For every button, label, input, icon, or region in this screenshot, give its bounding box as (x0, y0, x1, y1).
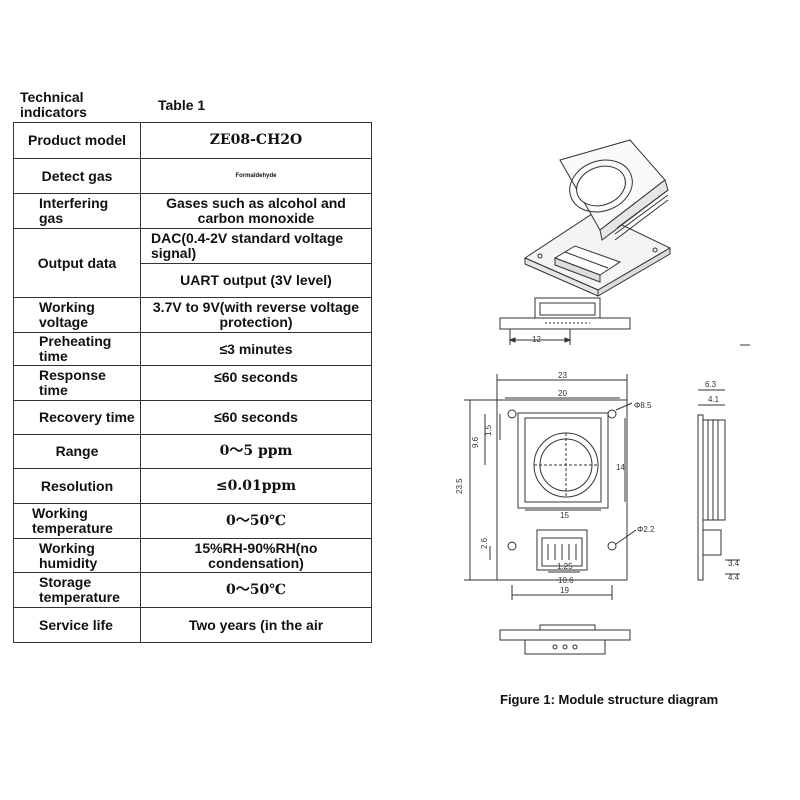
table-row: Working voltage 3.7V to 9V(with reverse … (13, 297, 372, 333)
dim-label: 14 (616, 463, 625, 472)
row-label: Service life (13, 607, 141, 643)
dim-label: Φ2.2 (637, 525, 655, 534)
bottom-view (499, 624, 631, 655)
row-label: Interfering gas (13, 193, 141, 229)
dim-label: 1.5 (484, 424, 493, 436)
row-value: 0～5 ppm (140, 434, 372, 469)
row-value: Gases such as alcohol and carbon monoxid… (140, 193, 372, 229)
front-view (464, 374, 637, 600)
row-value: UART output (3V level) (140, 263, 372, 298)
table-row: Range 0～5 ppm (13, 434, 372, 469)
row-label: Resolution (13, 468, 141, 504)
table-row: Output data DAC(0.4-2V standard voltage … (13, 228, 372, 298)
dim-label: 23 (558, 371, 567, 380)
dim-label: 6.3 (705, 380, 717, 389)
row-value: ≤60 seconds (140, 365, 372, 401)
dim-label: 4.4 (728, 573, 740, 582)
dim-label: 10.6 (558, 576, 574, 585)
row-value: ≤0.01ppm (140, 468, 372, 504)
row-value: Two years (in the air (140, 607, 372, 643)
dim-label: 1.25 (557, 562, 573, 571)
table-row: Recovery time ≤60 seconds (13, 400, 372, 435)
dim-label: 12 (532, 335, 541, 344)
table-row: Product model ZE08-CH2O (13, 122, 372, 159)
dim-label: Φ8.5 (634, 401, 652, 410)
row-value: 0～50℃ (140, 503, 372, 539)
table-row: Storage temperature 0～50℃ (13, 572, 372, 608)
table-row: UART output (3V level) (14, 263, 372, 298)
table-title: Table 1 (158, 97, 206, 113)
table-row: Detect gas Formaldehyde (13, 158, 372, 194)
row-value: DAC(0.4-2V standard voltage signal) (140, 228, 372, 264)
row-label: Working voltage (13, 297, 141, 333)
row-value: Formaldehyde (235, 173, 277, 179)
technical-indicators-heading: Technical indicators (20, 89, 87, 120)
right-side-view (697, 389, 740, 581)
row-label: Preheating time (13, 332, 141, 366)
dim-label: 9.6 (471, 436, 480, 448)
dim-label: 2.6 (480, 537, 489, 549)
spec-table: Product model ZE08-CH2O Detect gas Forma… (13, 122, 372, 643)
isometric-module-view (523, 139, 672, 297)
table-row: Response time ≤60 seconds (13, 365, 372, 401)
table-row: Resolution ≤0.01ppm (13, 468, 372, 504)
dim-label: 20 (558, 389, 567, 398)
row-value: 15%RH-90%RH(no condensation) (140, 538, 372, 573)
row-label: Product model (13, 122, 141, 159)
dim-label: 4.1 (708, 395, 720, 404)
row-label: Response time (13, 365, 141, 401)
table-row: Working humidity 15%RH-90%RH(no condensa… (13, 538, 372, 573)
row-label: Range (13, 434, 141, 469)
table-row: Service life Two years (in the air (13, 607, 372, 643)
table-row: Interfering gas Gases such as alcohol an… (13, 193, 372, 229)
table-row: Preheating time ≤3 minutes (13, 332, 372, 366)
top-side-view (499, 297, 750, 346)
dim-label: 15 (560, 511, 569, 520)
row-label: Recovery time (13, 400, 141, 435)
dimension-labels: 12 23 20 Φ8.5 9.6 1.5 14 15 23.5 Φ2.2 2.… (455, 335, 740, 595)
row-label: Working humidity (13, 538, 141, 573)
dim-label: 23.5 (455, 478, 464, 494)
row-label: Output data (13, 228, 141, 298)
row-value: ZE08-CH2O (140, 122, 372, 159)
row-value: 0～50℃ (140, 572, 372, 608)
figure-caption: Figure 1: Module structure diagram (500, 692, 719, 707)
dim-label: 19 (560, 586, 569, 595)
dim-label: 3.4 (728, 559, 740, 568)
